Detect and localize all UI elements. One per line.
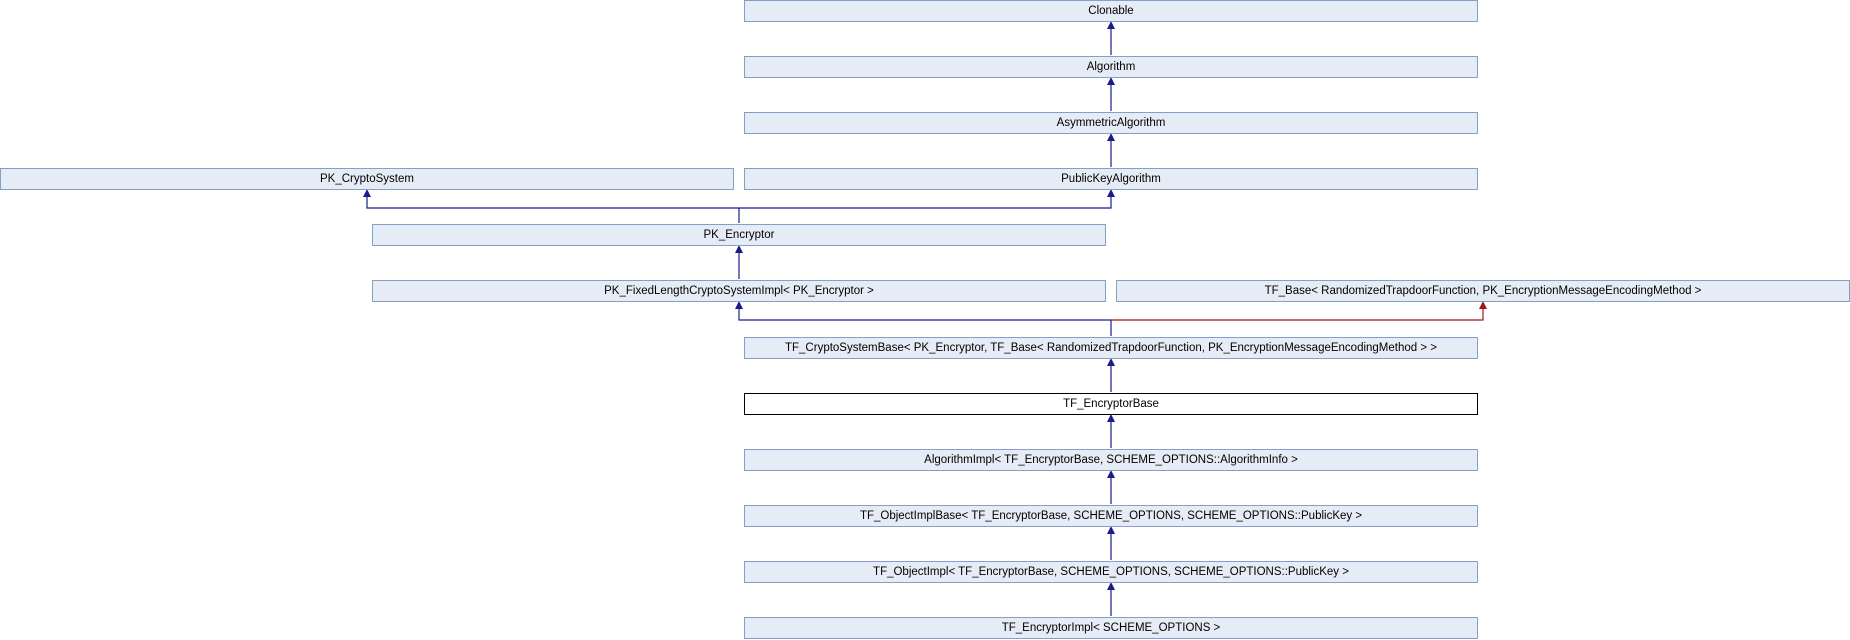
class-node-pk-cryptosystem[interactable]: PK_CryptoSystem: [0, 168, 734, 190]
class-node-clonable[interactable]: Clonable: [744, 0, 1478, 22]
edge-cryptosystembase-fixedlength: [735, 301, 1111, 321]
class-node-public-key-algorithm[interactable]: PublicKeyAlgorithm: [744, 168, 1478, 190]
class-node-pk-encryptor[interactable]: PK_Encryptor: [372, 224, 1106, 246]
edge-pkencryptor-publickeyalgorithm: [739, 189, 1115, 209]
class-node-tf-object-impl[interactable]: TF_ObjectImpl< TF_EncryptorBase, SCHEME_…: [744, 561, 1478, 583]
class-node-tf-base[interactable]: TF_Base< RandomizedTrapdoorFunction, PK_…: [1116, 280, 1850, 302]
class-node-algorithm-impl[interactable]: AlgorithmImpl< TF_EncryptorBase, SCHEME_…: [744, 449, 1478, 471]
class-node-tf-cryptosystem-base[interactable]: TF_CryptoSystemBase< PK_Encryptor, TF_Ba…: [744, 337, 1478, 359]
class-node-pk-fixed-length-cryptosystem-impl[interactable]: PK_FixedLengthCryptoSystemImpl< PK_Encry…: [372, 280, 1106, 302]
class-node-asymmetric-algorithm[interactable]: AsymmetricAlgorithm: [744, 112, 1478, 134]
class-node-algorithm[interactable]: Algorithm: [744, 56, 1478, 78]
class-node-tf-object-impl-base[interactable]: TF_ObjectImplBase< TF_EncryptorBase, SCH…: [744, 505, 1478, 527]
edge-pkencryptor-pkcryptosystem: [363, 189, 739, 209]
class-node-tf-encryptor-impl[interactable]: TF_EncryptorImpl< SCHEME_OPTIONS >: [744, 617, 1478, 639]
class-node-tf-encryptor-base: TF_EncryptorBase: [744, 393, 1478, 415]
edge-cryptosystembase-tfbase: [1111, 301, 1487, 321]
